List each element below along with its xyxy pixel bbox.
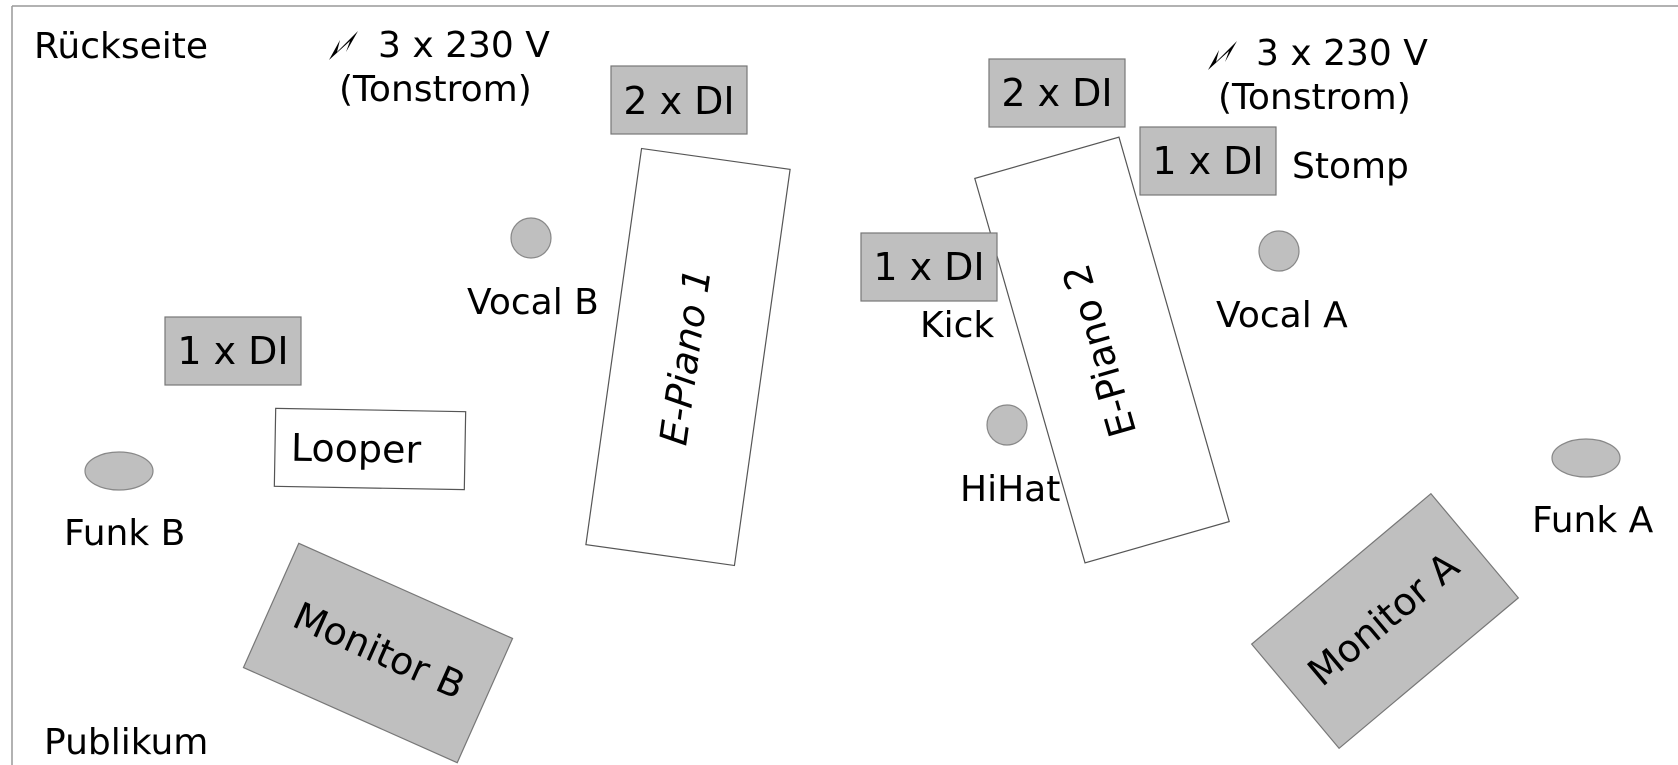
funk-b-label: Funk B [64, 513, 185, 554]
power-left: 3 x 230 V (Tonstrom) [329, 25, 550, 110]
power-left-text: 3 x 230 V [378, 25, 550, 66]
funk-a-label: Funk A [1532, 500, 1654, 541]
hihat-mic-icon [986, 404, 1028, 446]
vocal-b-mic-icon [510, 217, 552, 259]
hihat-label: HiHat [960, 469, 1060, 510]
di-box-1x-left: 1 x DI [164, 316, 302, 386]
power-right-sub: (Tonstrom) [1218, 77, 1411, 118]
kick-label: Kick [920, 305, 994, 346]
lightning-icon [329, 31, 358, 60]
svg-text:1 x DI: 1 x DI [177, 329, 288, 373]
svg-text:2 x DI: 2 x DI [623, 79, 734, 123]
epiano-2: E-Piano 2 [974, 136, 1230, 564]
svg-text:1 x DI: 1 x DI [1152, 139, 1263, 183]
di-box-1x-kick: 1 x DI [860, 232, 998, 302]
vocal-a-label: Vocal A [1216, 295, 1348, 336]
back-label: Rückseite [34, 26, 208, 67]
di-box-1x-stomp: 1 x DI [1139, 126, 1277, 196]
power-left-sub: (Tonstrom) [339, 69, 532, 110]
power-right: 3 x 230 V (Tonstrom) [1208, 33, 1428, 118]
stomp-label: Stomp [1292, 146, 1409, 187]
di-box-2x-left: 2 x DI [610, 65, 748, 135]
lightning-icon [1208, 41, 1237, 70]
vocal-b-label: Vocal B [467, 282, 599, 323]
vocal-a-mic-icon [1258, 230, 1300, 272]
svg-text:Looper: Looper [291, 426, 422, 472]
svg-text:1 x DI: 1 x DI [873, 245, 984, 289]
epiano-1: E-Piano 1 [585, 147, 791, 567]
power-right-text: 3 x 230 V [1256, 33, 1428, 74]
funk-b-icon [84, 451, 154, 491]
looper-box: Looper [273, 407, 467, 491]
monitor-b: Monitor B [242, 542, 514, 764]
audience-label: Publikum [44, 722, 208, 763]
svg-text:2 x DI: 2 x DI [1001, 71, 1112, 115]
di-box-2x-right: 2 x DI [988, 58, 1126, 128]
monitor-a: Monitor A [1250, 492, 1520, 750]
funk-a-icon [1551, 438, 1621, 478]
